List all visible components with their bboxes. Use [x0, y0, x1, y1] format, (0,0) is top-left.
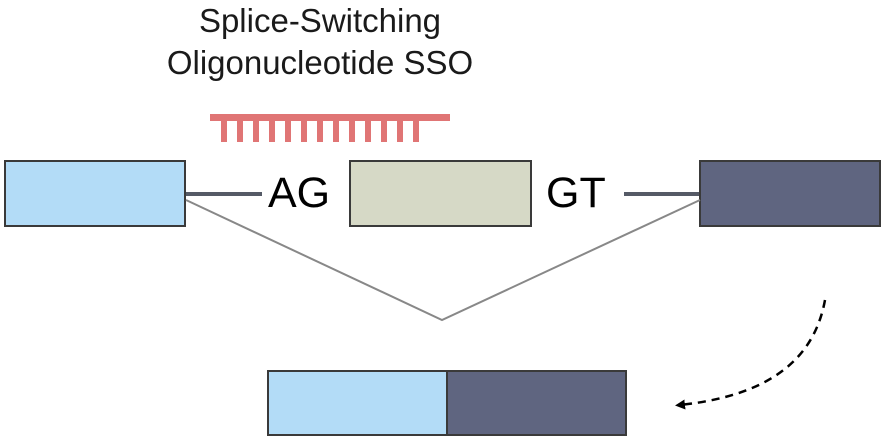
sso-title-line1: Splice-Switching: [198, 2, 442, 39]
splice-path: [185, 199, 701, 322]
exon-3: [699, 160, 881, 227]
splicing-result-arrow: [675, 299, 827, 410]
exon-1: [4, 160, 186, 227]
acceptor-site-label: AG: [268, 169, 331, 217]
sso-oligonucleotide: [210, 114, 450, 142]
mrna-exon-1: [267, 370, 448, 436]
exon-2-skipped: [349, 160, 532, 227]
mrna-exon-3: [446, 370, 627, 436]
donor-site-label: GT: [546, 169, 606, 217]
sso-title-line2: Oligonucleotide SSO: [166, 44, 474, 81]
